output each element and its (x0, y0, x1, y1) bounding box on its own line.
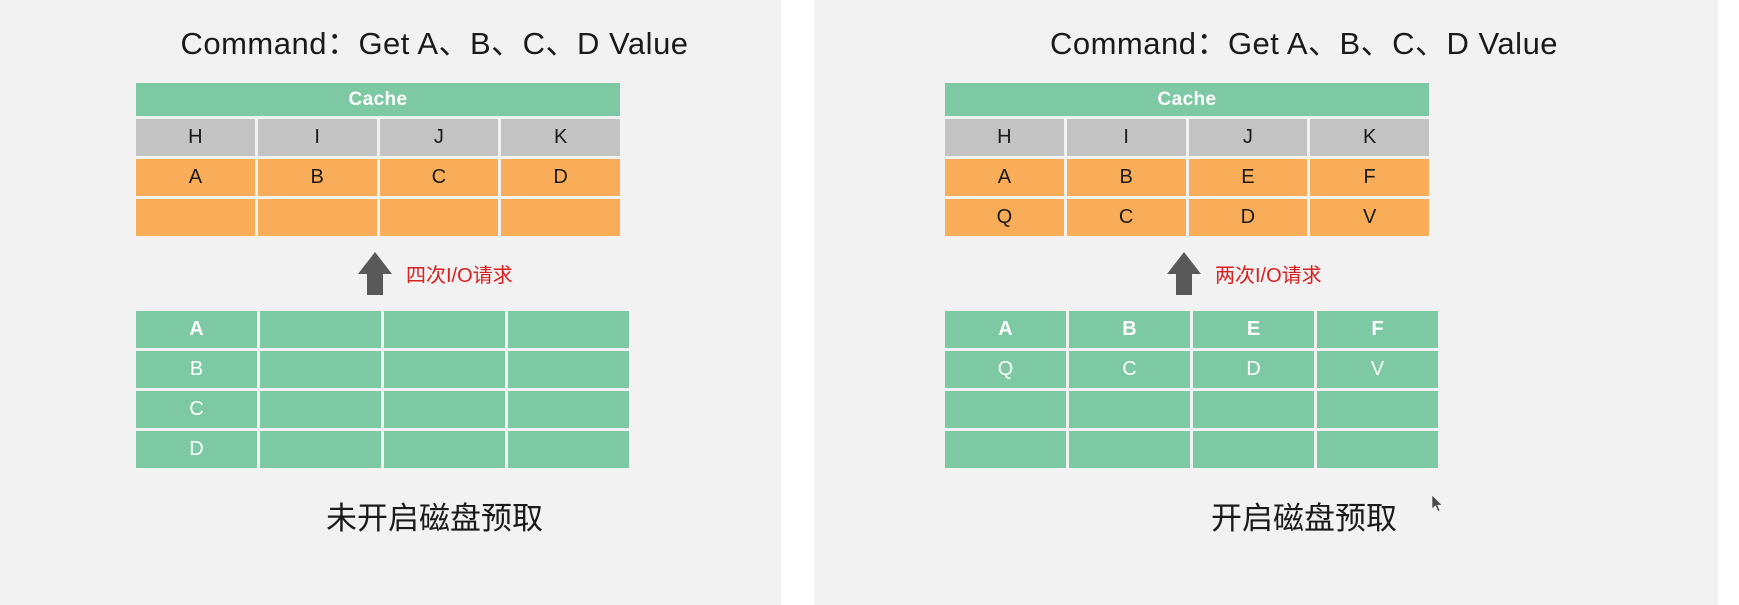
disk-row: C (136, 391, 629, 428)
disk-cell (384, 391, 505, 428)
disk-cell: D (136, 431, 257, 468)
cache-value-cell (257, 199, 377, 236)
mouse-cursor-icon (1432, 495, 1443, 512)
disk-cell (1069, 431, 1190, 468)
disk-row: A B E F (945, 311, 1438, 348)
cache-value-row-left (136, 199, 620, 236)
cache-key-row-right: H I J K (945, 119, 1429, 156)
disk-cell (260, 431, 381, 468)
cache-value-cell (136, 199, 255, 236)
disk-cell (508, 311, 629, 348)
cache-value-cell: C (379, 159, 499, 196)
cache-value-cell (501, 199, 620, 236)
cache-value-cell: B (1066, 159, 1186, 196)
cache-key-cell: I (1066, 119, 1186, 156)
cache-table-left: Cache H I J K A B C D (136, 83, 620, 236)
disk-cell (508, 351, 629, 388)
disk-cell (1193, 431, 1314, 468)
disk-row: Q C D V (945, 351, 1438, 388)
disk-cell: A (945, 311, 1066, 348)
disk-cell: C (1069, 351, 1190, 388)
disk-cell: Q (945, 351, 1066, 388)
panel-with-prefetch: Command：Get A、B、C、D Value Cache H I J K … (869, 0, 1739, 605)
disk-cell: B (1069, 311, 1190, 348)
cache-value-row-right: Q C D V (945, 199, 1429, 236)
cache-value-row-left: A B C D (136, 159, 620, 196)
command-title-right: Command：Get A、B、C、D Value (1049, 26, 1559, 61)
io-request-note-right: 两次I/O请求 (1167, 252, 1322, 295)
disk-cell: E (1193, 311, 1314, 348)
disk-cell (1069, 391, 1190, 428)
disk-cell (945, 391, 1066, 428)
disk-cell (384, 311, 505, 348)
arrow-up-icon (1167, 252, 1201, 295)
panel-divider (781, 0, 814, 605)
disk-cell (508, 391, 629, 428)
right-margin (1718, 0, 1739, 605)
disk-row (945, 391, 1438, 428)
disk-table-left: A B C D (136, 311, 629, 468)
cache-value-cell: D (501, 159, 620, 196)
disk-cell: V (1317, 351, 1438, 388)
command-title-left: Command：Get A、B、C、D Value (180, 26, 689, 61)
disk-cell (384, 351, 505, 388)
disk-cell (260, 351, 381, 388)
disk-cell (1317, 391, 1438, 428)
io-request-note-left: 四次I/O请求 (358, 252, 513, 295)
disk-table-right: A B E F Q C D V (945, 311, 1438, 468)
cache-key-cell: H (136, 119, 255, 156)
caption-right: 开启磁盘预取 (1211, 501, 1397, 536)
cache-key-cell: J (379, 119, 499, 156)
disk-row: B (136, 351, 629, 388)
cache-value-cell: A (945, 159, 1064, 196)
cache-value-cell: D (1188, 199, 1308, 236)
cache-key-cell: I (257, 119, 377, 156)
cache-value-cell: A (136, 159, 255, 196)
disk-row (945, 431, 1438, 468)
disk-cell (1193, 391, 1314, 428)
disk-row: A (136, 311, 629, 348)
cache-header-right: Cache (945, 83, 1429, 116)
disk-cell (384, 431, 505, 468)
cache-table-right: Cache H I J K A B E F Q C D V (945, 83, 1429, 236)
disk-cell: B (136, 351, 257, 388)
arrow-up-icon (358, 252, 392, 295)
disk-cell: A (136, 311, 257, 348)
cache-value-cell: C (1066, 199, 1186, 236)
disk-cell (260, 391, 381, 428)
cache-header-left: Cache (136, 83, 620, 116)
cache-value-cell: E (1188, 159, 1308, 196)
disk-row: D (136, 431, 629, 468)
cache-value-cell (379, 199, 499, 236)
cache-value-cell: B (257, 159, 377, 196)
cache-key-row-left: H I J K (136, 119, 620, 156)
disk-cell: D (1193, 351, 1314, 388)
caption-left: 未开启磁盘预取 (326, 501, 543, 536)
cache-value-row-right: A B E F (945, 159, 1429, 196)
cache-value-cell: F (1310, 159, 1429, 196)
io-request-label: 两次I/O请求 (1215, 265, 1322, 287)
cache-key-cell: K (501, 119, 620, 156)
panel-no-prefetch: Command：Get A、B、C、D Value Cache H I J K … (0, 0, 869, 605)
disk-cell (260, 311, 381, 348)
disk-cell (945, 431, 1066, 468)
cache-value-cell: V (1310, 199, 1429, 236)
cache-value-cell: Q (945, 199, 1064, 236)
io-request-label: 四次I/O请求 (406, 265, 513, 287)
cache-key-cell: J (1188, 119, 1308, 156)
cache-key-cell: K (1310, 119, 1429, 156)
cache-key-cell: H (945, 119, 1064, 156)
disk-cell (508, 431, 629, 468)
disk-cell: C (136, 391, 257, 428)
disk-cell (1317, 431, 1438, 468)
disk-cell: F (1317, 311, 1438, 348)
